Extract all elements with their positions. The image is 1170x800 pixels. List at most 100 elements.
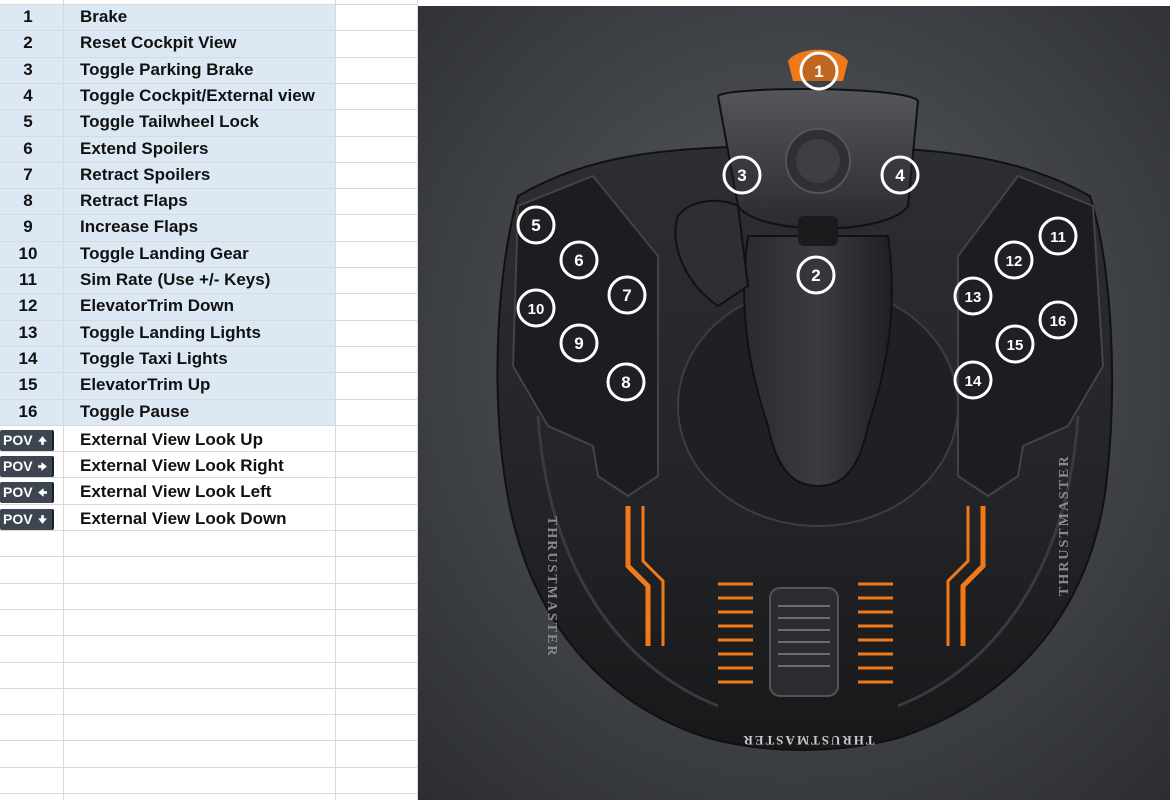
button-number: 7 <box>23 164 33 184</box>
svg-text:1: 1 <box>814 62 823 81</box>
action-label: Retract Flaps <box>80 191 188 211</box>
svg-text:15: 15 <box>1007 337 1024 354</box>
brand-text-right: THRUSTMASTER <box>1057 455 1072 596</box>
svg-text:6: 6 <box>574 251 583 270</box>
row-divider <box>0 56 418 58</box>
row-divider <box>0 687 418 689</box>
action-label: Reset Cockpit View <box>80 33 237 53</box>
button-marker-16: 16 <box>1038 300 1078 340</box>
row-divider <box>0 82 418 84</box>
pov-label: POV <box>3 431 33 448</box>
mapping-row[interactable]: 8 Retract Flaps <box>0 188 418 214</box>
mapping-row[interactable]: 3 Toggle Parking Brake <box>0 57 418 83</box>
row-divider <box>0 530 418 531</box>
action-label: Toggle Landing Gear <box>80 243 249 263</box>
arrow-left-icon <box>37 488 47 498</box>
button-number: 3 <box>23 59 33 79</box>
button-marker-11: 11 <box>1038 216 1078 256</box>
button-marker-15: 15 <box>995 324 1035 364</box>
button-marker-8: 8 <box>606 362 646 402</box>
action-label: Toggle Taxi Lights <box>80 348 228 368</box>
column-divider <box>335 0 336 800</box>
svg-text:10: 10 <box>528 301 545 318</box>
pov-row[interactable]: POV External View Look Right <box>0 453 418 479</box>
svg-text:13: 13 <box>965 289 982 306</box>
row-divider <box>0 319 418 321</box>
button-marker-13: 13 <box>953 276 993 316</box>
pov-badge: POV <box>0 508 54 530</box>
action-label: Sim Rate (Use +/- Keys) <box>80 270 271 289</box>
button-marker-10: 10 <box>516 288 556 328</box>
action-label: Increase Flaps <box>80 217 199 237</box>
row-divider <box>0 398 418 400</box>
row-divider <box>0 503 418 505</box>
button-number: 8 <box>23 191 33 211</box>
row-divider <box>0 4 418 5</box>
action-label: Retract Spoilers <box>80 164 211 184</box>
button-marker-5: 5 <box>516 205 556 245</box>
button-number: 2 <box>23 33 33 53</box>
mapping-row[interactable]: 16 Toggle Pause <box>0 399 418 425</box>
button-markers: 1 2 3 4 5 6 7 8 9 10 11 12 13 14 15 16 <box>516 51 1078 402</box>
action-label: Toggle Parking Brake <box>80 59 254 79</box>
mapping-row[interactable]: 5 Toggle Tailwheel Lock <box>0 109 418 135</box>
action-label: Toggle Cockpit/External view <box>80 85 315 105</box>
action-label: Toggle Pause <box>80 401 190 421</box>
button-number: 9 <box>23 217 33 237</box>
mapping-row[interactable]: 2 Reset Cockpit View <box>0 30 418 56</box>
row-divider <box>0 556 418 558</box>
row-divider <box>0 661 418 663</box>
button-number: 10 <box>18 243 38 263</box>
pov-row[interactable]: POV External View Look Down <box>0 506 418 532</box>
row-divider <box>0 477 418 479</box>
action-label: Toggle Tailwheel Lock <box>80 112 259 132</box>
pov-label: POV <box>3 458 33 475</box>
row-divider <box>0 240 418 242</box>
row-divider <box>0 345 418 347</box>
svg-text:5: 5 <box>531 216 540 235</box>
pov-badge: POV <box>0 456 54 478</box>
mapping-row[interactable]: 12 ElevatorTrim Down <box>0 293 418 319</box>
column-divider <box>63 0 64 800</box>
button-number: 6 <box>23 138 33 158</box>
button-number: 14 <box>18 348 38 368</box>
button-number: 13 <box>18 322 38 342</box>
action-label: External View Look Up <box>80 429 263 449</box>
row-divider <box>0 293 418 295</box>
row-divider <box>0 766 418 768</box>
button-marker-6: 6 <box>559 240 599 280</box>
pov-row[interactable]: POV External View Look Up <box>0 427 418 453</box>
action-label: Brake <box>80 7 128 26</box>
button-number: 12 <box>18 296 38 316</box>
button-number: 16 <box>18 401 38 421</box>
row-divider <box>0 372 418 374</box>
pov-row[interactable]: POV External View Look Left <box>0 479 418 505</box>
arrow-up-icon <box>37 435 47 445</box>
joystick-photo: THRUSTMASTER THRUSTMASTER THRUSTMASTER 1… <box>418 6 1170 800</box>
row-divider <box>0 424 418 426</box>
svg-text:14: 14 <box>965 373 982 390</box>
row-divider <box>0 793 418 794</box>
action-label: External View Look Right <box>80 456 284 476</box>
row-divider <box>0 135 418 137</box>
button-marker-9: 9 <box>559 323 599 363</box>
mapping-row[interactable]: 9 Increase Flaps <box>0 214 418 240</box>
mapping-row[interactable]: 7 Retract Spoilers <box>0 162 418 188</box>
action-label: ElevatorTrim Down <box>80 296 234 316</box>
button-marker-3: 3 <box>722 155 762 195</box>
button-number: 5 <box>23 112 33 132</box>
svg-text:8: 8 <box>621 373 630 392</box>
button-marker-7: 7 <box>607 275 647 315</box>
pov-badge: POV <box>0 429 54 451</box>
mapping-row[interactable]: 10 Toggle Landing Gear <box>0 241 418 267</box>
mapping-row[interactable]: 14 Toggle Taxi Lights <box>0 346 418 372</box>
row-divider <box>0 714 418 716</box>
action-label: ElevatorTrim Up <box>80 375 211 395</box>
arrow-down-icon <box>37 514 47 524</box>
